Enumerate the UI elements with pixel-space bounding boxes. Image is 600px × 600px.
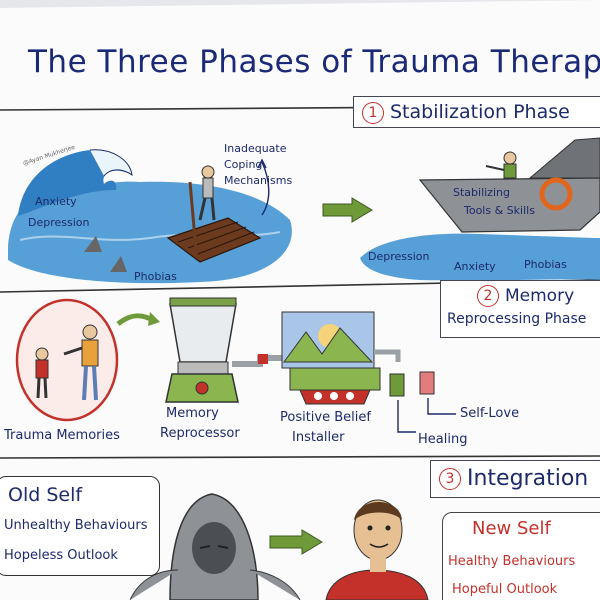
new-self-figure-icon [325,499,429,600]
phase-2-header: 2 Memory Reprocessing Phase [440,280,600,338]
phase-1-number: 1 [362,101,384,124]
phase-2-number: 2 [477,285,499,307]
phase-3-label: Integration [467,466,589,491]
phase-1-illustration [8,137,600,284]
trauma-memory-bubble [15,298,119,422]
green-glass-icon [389,373,405,397]
raft-icon [166,165,262,263]
red-glass-icon [419,371,435,395]
sea-right [360,233,600,281]
old-self-line1: Unhealthy Behaviours [4,518,148,533]
sea-left [8,181,292,284]
phase-2-label-line1: Memory [505,286,575,306]
ship-label-line1: Stabilizing [453,186,510,199]
belief-installer-line2: Installer [292,430,345,445]
shark-fin-2 [110,256,127,272]
ship-icon [418,137,600,233]
new-self-title: New Self [472,518,551,539]
belief-installer-icon [281,311,401,405]
trauma-memories-label: Trauma Memories [4,428,120,443]
coping-note-line3: Mechanisms [224,174,293,187]
adult-figure [63,324,99,401]
child-figure [35,347,49,399]
memory-reprocessor-line1: Memory [166,406,219,421]
memory-reprocessor-line2: Reprocessor [160,426,240,441]
phase-2-illustration [15,297,456,433]
phase-2-label-line2: Reprocessing Phase [447,311,587,327]
new-self-line2: Hopeful Outlook [452,582,558,597]
phase-3-number: 3 [439,468,461,490]
new-self-card [442,512,600,600]
old-self-line2: Hopeless Outlook [4,548,118,563]
belief-installer-line1: Positive Belief [280,410,371,425]
ship-label-line2: Tools & Skills [464,204,535,217]
sea-label-depression: Depression [368,250,430,263]
wave-label-depression: Depression [28,216,90,229]
self-love-label: Self-Love [460,406,520,421]
phase-1-label: Stabilization Phase [390,101,570,123]
hooded-figure-icon [130,493,301,600]
wave-label-anxiety: Anxiety [35,195,77,208]
healing-label: Healing [418,432,468,447]
page-title: The Three Phases of Trauma Therapy [28,44,600,80]
coping-note-line2: Coping [224,158,263,171]
arrow-right-icon [322,197,373,223]
arrow-curve-icon [116,313,154,326]
coping-note-line1: Inadequate [224,142,287,155]
phase-3-header: 3 Integration [430,460,600,498]
shark-fin-1 [84,236,102,252]
sea-label-phobias: Phobias [524,258,567,271]
sea-label-anxiety: Anxiety [454,260,496,273]
old-self-card [0,476,160,576]
phase-1-header: 1 Stabilization Phase [353,96,600,128]
blender-icon [165,297,239,403]
arrow-right-icon-2 [269,529,323,555]
phase-3-illustration [130,493,429,600]
new-self-line1: Healthy Behaviours [448,554,576,569]
old-self-title: Old Self [8,484,83,506]
wave-label-phobias: Phobias [134,270,177,283]
